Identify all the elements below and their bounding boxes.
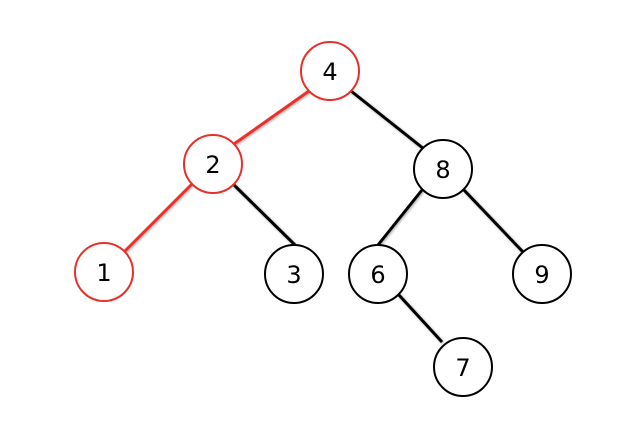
edge-2-3 [232, 183, 297, 247]
edge-8-9 [461, 187, 525, 254]
node-label: 6 [370, 261, 385, 289]
edge-6-7 [396, 292, 444, 344]
node-label: 1 [96, 259, 111, 287]
edge-4-8 [350, 89, 425, 151]
tree-node-9: 9 [512, 244, 572, 304]
tree-node-6: 6 [348, 244, 408, 304]
tree-node-3: 3 [264, 244, 324, 304]
edge-2-1 [123, 182, 194, 253]
tree-node-7: 7 [433, 337, 493, 397]
edges [123, 89, 525, 344]
tree-node-8: 8 [413, 139, 473, 199]
tree-node-1: 1 [74, 242, 134, 302]
node-label: 3 [286, 261, 301, 289]
tree-node-2: 2 [183, 134, 243, 194]
edge-8-6 [376, 189, 424, 246]
node-label: 2 [205, 151, 220, 179]
node-label: 7 [455, 354, 470, 382]
tree-node-4: 4 [300, 41, 360, 101]
node-label: 9 [534, 261, 549, 289]
node-label: 4 [322, 58, 337, 86]
edge-4-2 [233, 89, 310, 146]
node-label: 8 [435, 156, 450, 184]
